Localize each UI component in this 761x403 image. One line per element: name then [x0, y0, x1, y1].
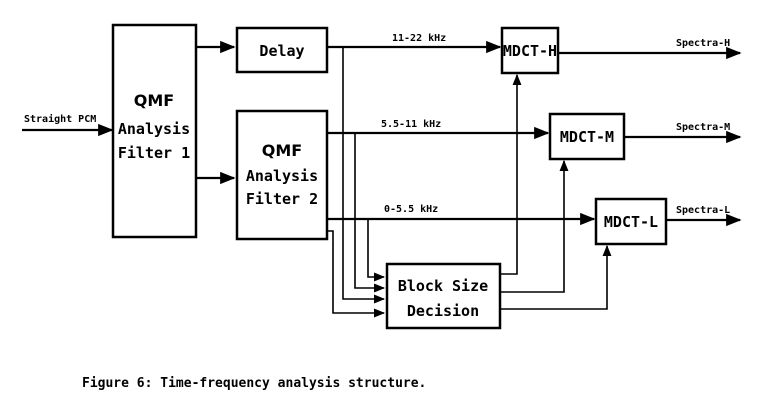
- qmf-filter-1-block: [111, 23, 198, 239]
- low-tap-arrow: [367, 219, 386, 282]
- block-size-line2: Decision: [407, 302, 479, 320]
- high-tap-arrow: [342, 47, 386, 304]
- qmf1-line2: Analysis: [118, 120, 190, 138]
- qmf1-line1: QMF: [134, 91, 174, 110]
- mid-band-label: 5.5-11 kHz: [381, 119, 441, 130]
- control-to-mdct-h-arrow: [500, 73, 522, 275]
- mdct-l-label: MDCT-L: [604, 213, 658, 231]
- mdct-m-block: [548, 112, 626, 161]
- input-label: Straight PCM: [24, 113, 96, 125]
- delay-label: Delay: [259, 42, 304, 60]
- control-to-mdct-l-arrow: [500, 244, 612, 310]
- control-to-mdct-m-arrow: [500, 159, 569, 293]
- filter2-tap-arrow: [327, 230, 386, 318]
- output-h-label: Spectra-H: [676, 38, 730, 49]
- mdct-l-block: [594, 197, 668, 246]
- high-band-label: 11-22 kHz: [392, 33, 446, 44]
- mdct-m-label: MDCT-M: [560, 128, 614, 146]
- qmf2-line1: QMF: [262, 141, 302, 160]
- output-l-label: Spectra-L: [676, 205, 730, 216]
- low-band-label: 0-5.5 kHz: [384, 204, 438, 215]
- qmf2-line2: Analysis: [246, 167, 318, 185]
- mdct-h-label: MDCT-H: [503, 42, 557, 60]
- qmf2-line3: Filter 2: [246, 190, 318, 208]
- output-m-label: Spectra-M: [676, 122, 730, 133]
- mdct-h-block: [500, 26, 560, 75]
- block-size-decision-block: [385, 262, 502, 330]
- figure-caption: Figure 6: Time-frequency analysis struct…: [82, 376, 426, 391]
- qmf1-line3: Filter 1: [118, 144, 190, 162]
- qmf-filter-2-block: [235, 109, 329, 241]
- block-size-line1: Block Size: [398, 277, 488, 295]
- delay-block: [235, 26, 329, 74]
- mid-tap-arrow: [354, 133, 386, 293]
